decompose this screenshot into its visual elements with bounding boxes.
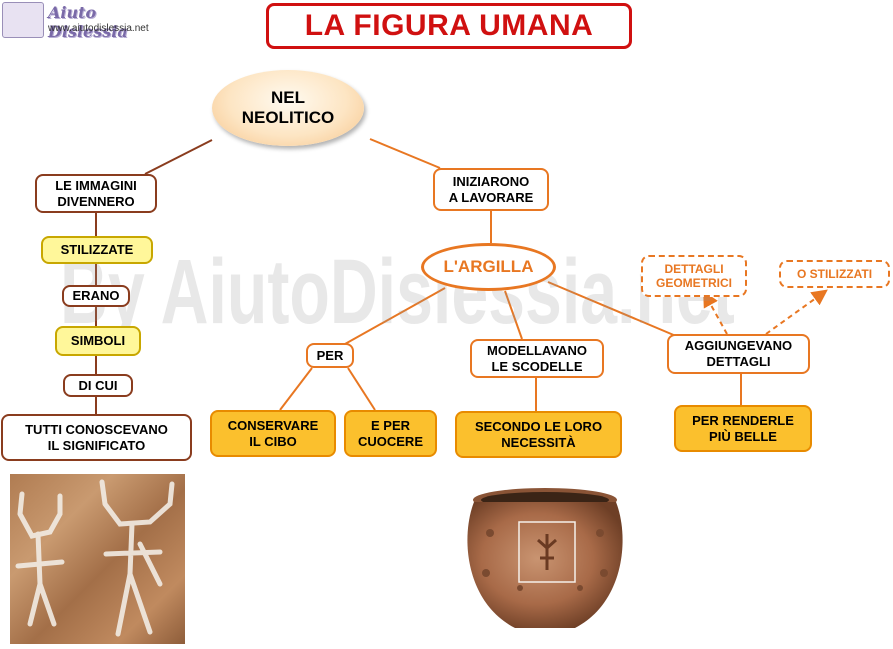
node-tutti-conoscevano: TUTTI CONOSCEVANO IL SIGNIFICATO <box>1 414 192 461</box>
node-secondo-necessita: SECONDO LE LORO NECESSITÀ <box>455 411 622 458</box>
pot-icon <box>467 488 623 628</box>
watermark: By AiutoDislessia.net <box>60 241 735 343</box>
node-immagini-divennero: LE IMMAGINI DIVENNERO <box>35 174 157 213</box>
engraving-figures-icon <box>15 479 175 637</box>
node-stilizzate: STILIZZATE <box>41 236 153 264</box>
node-dettagli-geometrici: DETTAGLI GEOMETRICI <box>641 255 747 297</box>
node-cuocere: E PER CUOCERE <box>344 410 437 457</box>
node-renderle-belle: PER RENDERLE PIÙ BELLE <box>674 405 812 452</box>
node-o-stilizzati: O STILIZZATI <box>779 260 890 288</box>
node-argilla: L'ARGILLA <box>421 243 556 291</box>
book-icon <box>2 2 44 38</box>
rock-engraving-image <box>10 474 185 644</box>
node-modellavano-scodelle: MODELLAVANO LE SCODELLE <box>470 339 604 378</box>
node-simboli: SIMBOLI <box>55 326 141 356</box>
node-per: PER <box>306 343 354 368</box>
node-iniziarono-lavorare: INIZIARONO A LAVORARE <box>433 168 549 211</box>
node-di-cui: DI CUI <box>63 374 133 397</box>
logo-name: Aiuto Dislessia <box>48 3 128 41</box>
clay-pot-image <box>460 478 630 638</box>
node-erano: ERANO <box>62 285 130 307</box>
root-node-neolitico: NEL NEOLITICO <box>212 70 364 146</box>
node-aggiungevano-dettagli: AGGIUNGEVANO DETTAGLI <box>667 334 810 374</box>
page-title: LA FIGURA UMANA <box>266 3 632 49</box>
aiutodislessia-logo[interactable]: Aiuto Dislessia www.aiutodislessia.net <box>2 2 164 41</box>
node-conservare-cibo: CONSERVARE IL CIBO <box>210 410 336 457</box>
logo-url: www.aiutodislessia.net <box>48 23 149 34</box>
